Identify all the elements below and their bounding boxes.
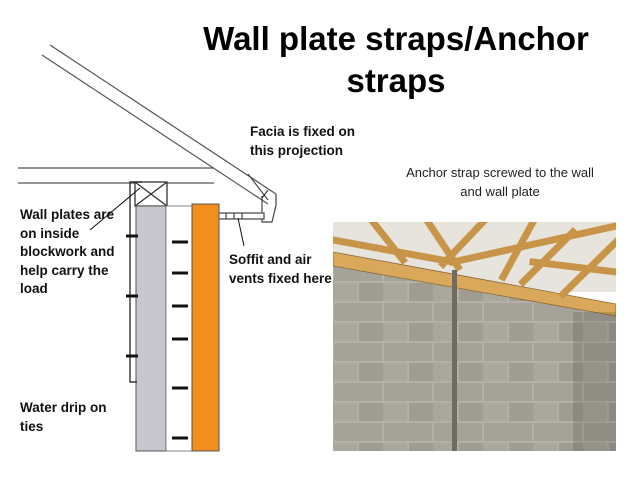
cavity [165, 205, 193, 452]
wall-plate-strap [129, 181, 142, 383]
slide-title: Wall plate straps/Anchor straps [203, 20, 589, 99]
wall-plates-label: Wall plates are on inside blockwork and … [20, 207, 115, 296]
wall-plate [134, 181, 168, 207]
facia-label: Facia is fixed on this projection [250, 124, 356, 158]
rafter [41, 44, 277, 205]
inner-blockwork-leaf [135, 205, 167, 452]
outer-brick-leaf [191, 203, 220, 452]
ceiling-joist [18, 167, 214, 184]
water-drip-label: Water drip on ties [20, 400, 107, 434]
leader-lines [89, 187, 269, 247]
soffit [213, 212, 265, 220]
anchor-strap-caption: Anchor strap screwed to the wall and wal… [406, 165, 594, 199]
soffit-label: Soffit and air vents fixed here [229, 252, 332, 286]
anchor-strap-photo [333, 222, 616, 451]
anchor-strap [452, 270, 457, 451]
roof-trusses [333, 222, 616, 299]
wall-ties [126, 234, 188, 440]
